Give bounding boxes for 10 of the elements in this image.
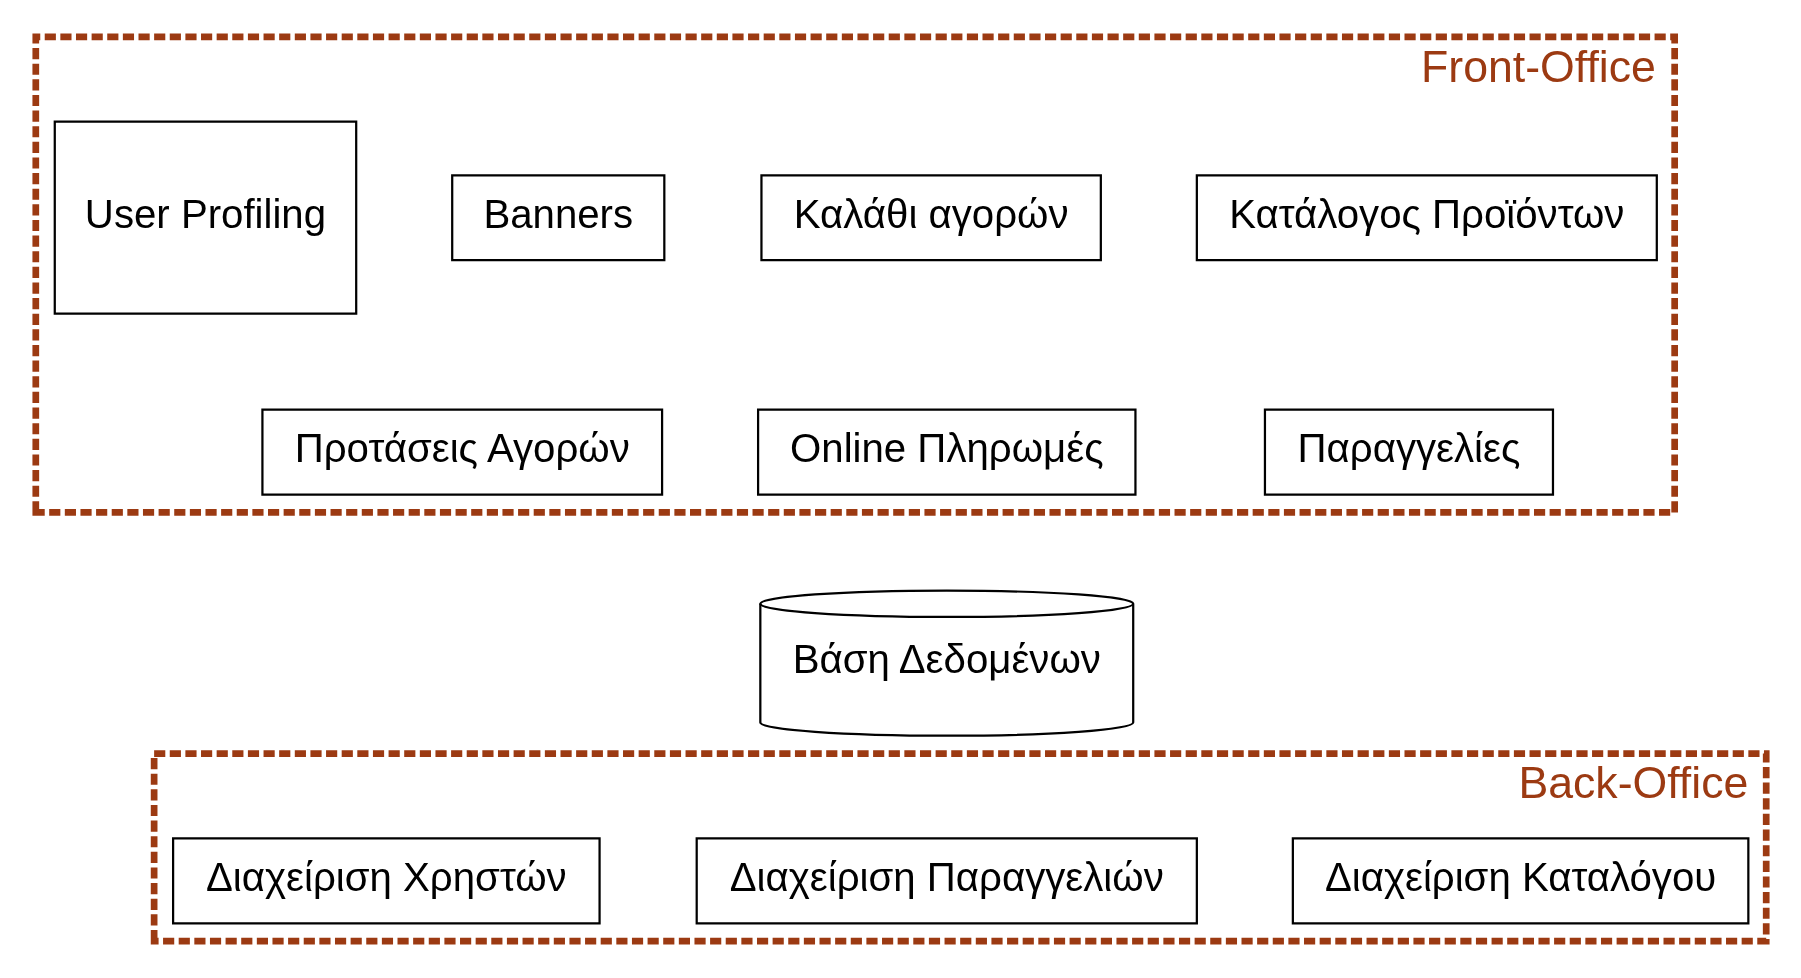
node-box: Διαχείριση Παραγγελιών: [695, 837, 1198, 925]
node-box: Κατάλογος Προϊόντων: [1195, 174, 1658, 262]
node-box: Διαχείριση Καταλόγου: [1291, 837, 1749, 925]
node-box: Online Πληρωμές: [756, 408, 1137, 496]
node-box: Banners: [450, 174, 665, 262]
node-box: Διαχείριση Χρηστών: [171, 837, 601, 925]
node-box: Προτάσεις Αγορών: [260, 408, 663, 496]
node-box: Καλάθι αγορών: [759, 174, 1102, 262]
node-box: Παραγγελίες: [1263, 408, 1554, 496]
node-box: User Profiling: [53, 120, 357, 315]
